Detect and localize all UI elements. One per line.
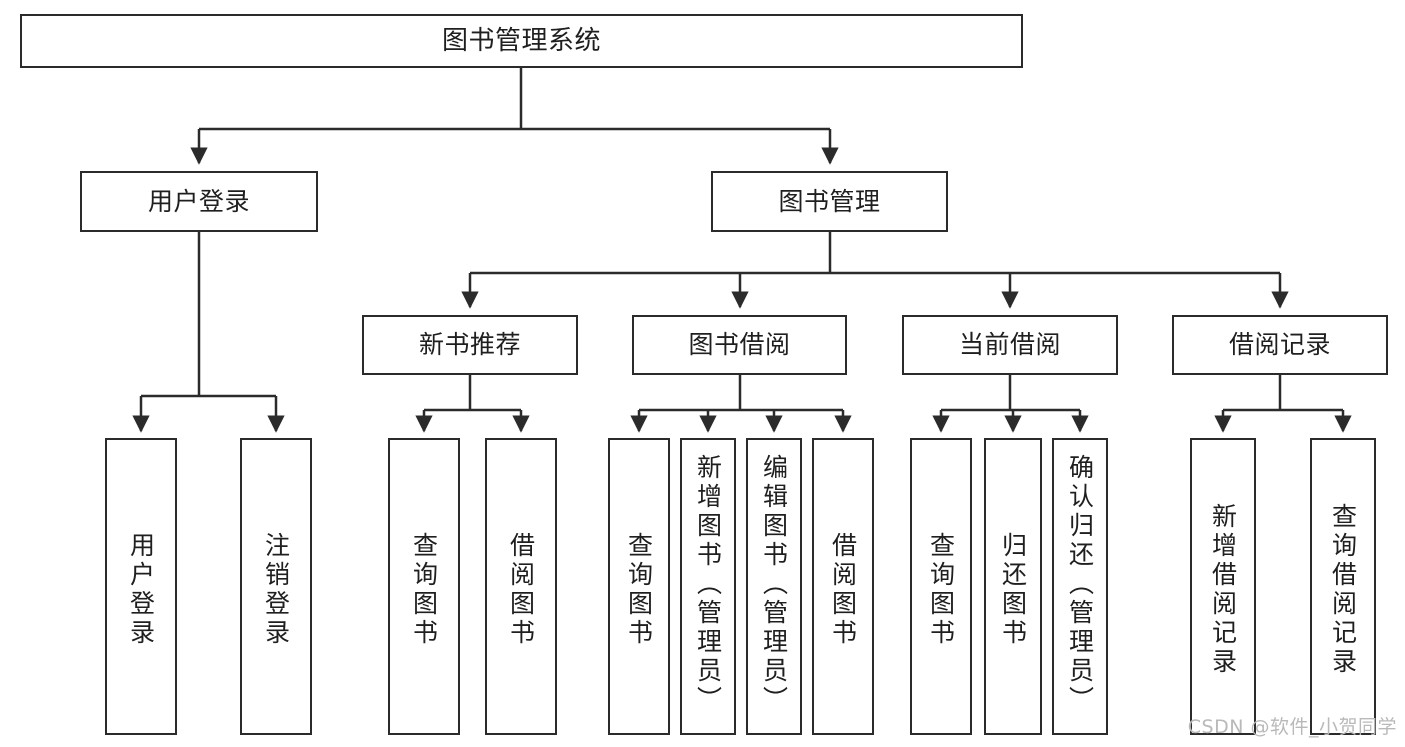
leaf-text-wrap: 借阅图书 bbox=[487, 446, 555, 733]
node-root-system[interactable]: 图书管理系统 bbox=[20, 14, 1023, 68]
leaf-text-wrap: 查询图书 bbox=[610, 446, 668, 733]
leaf-text-wrap: 编辑图书（管理员） bbox=[748, 446, 800, 733]
csdn-watermark: CSDN @软件_小贺同学 bbox=[1187, 716, 1397, 738]
leaf-logout[interactable]: 注销登录 bbox=[240, 438, 312, 735]
node-user-login[interactable]: 用户登录 bbox=[80, 171, 318, 232]
node-label: 借阅图书 bbox=[506, 531, 536, 648]
leaf-confirm-return-admin[interactable]: 确认归还（管理员） bbox=[1052, 438, 1108, 735]
leaf-text-wrap: 查询图书 bbox=[390, 446, 458, 733]
leaf-text-wrap: 新增图书（管理员） bbox=[682, 446, 734, 733]
node-label: 借阅记录 bbox=[1228, 330, 1331, 360]
leaf-add-book-admin[interactable]: 新增图书（管理员） bbox=[680, 438, 736, 735]
leaf-borrow-book[interactable]: 借阅图书 bbox=[812, 438, 874, 735]
leaf-query-book-recommend[interactable]: 查询图书 bbox=[388, 438, 460, 735]
leaf-text-wrap: 用户登录 bbox=[107, 446, 175, 733]
leaf-user-login[interactable]: 用户登录 bbox=[105, 438, 177, 735]
node-current-borrow[interactable]: 当前借阅 bbox=[902, 315, 1118, 375]
leaf-text-wrap: 查询图书 bbox=[912, 446, 970, 733]
node-label: 查询图书 bbox=[624, 531, 654, 648]
node-label: 查询图书 bbox=[926, 531, 956, 648]
node-label: 图书管理系统 bbox=[441, 25, 601, 56]
leaf-add-borrow-record[interactable]: 新增借阅记录 bbox=[1190, 438, 1256, 735]
node-label: 用户登录 bbox=[147, 186, 250, 216]
node-borrow-record[interactable]: 借阅记录 bbox=[1172, 315, 1388, 375]
node-label: 用户登录 bbox=[126, 531, 156, 648]
node-label: 注销登录 bbox=[261, 531, 291, 648]
leaf-query-borrow-record[interactable]: 查询借阅记录 bbox=[1310, 438, 1376, 735]
leaf-text-wrap: 归还图书 bbox=[986, 446, 1040, 733]
leaf-borrow-book-recommend[interactable]: 借阅图书 bbox=[485, 438, 557, 735]
node-label: 新书推荐 bbox=[418, 330, 521, 360]
node-label: 编辑图书（管理员） bbox=[759, 454, 789, 715]
node-label: 查询图书 bbox=[409, 531, 439, 648]
node-book-management[interactable]: 图书管理 bbox=[711, 171, 948, 232]
node-label: 新增图书（管理员） bbox=[693, 454, 723, 715]
leaf-text-wrap: 新增借阅记录 bbox=[1192, 446, 1254, 733]
node-book-borrow[interactable]: 图书借阅 bbox=[632, 315, 847, 375]
leaf-text-wrap: 借阅图书 bbox=[814, 446, 872, 733]
leaf-text-wrap: 查询借阅记录 bbox=[1312, 446, 1374, 733]
node-label: 归还图书 bbox=[998, 531, 1028, 648]
node-new-book-recommend[interactable]: 新书推荐 bbox=[362, 315, 578, 375]
node-label: 当前借阅 bbox=[958, 330, 1061, 360]
leaf-text-wrap: 确认归还（管理员） bbox=[1054, 446, 1106, 733]
node-label: 查询借阅记录 bbox=[1328, 502, 1358, 677]
leaf-query-book-borrow[interactable]: 查询图书 bbox=[608, 438, 670, 735]
node-label: 借阅图书 bbox=[828, 531, 858, 648]
node-label: 确认归还（管理员） bbox=[1065, 454, 1095, 715]
node-label: 新增借阅记录 bbox=[1208, 502, 1238, 677]
node-label: 图书借阅 bbox=[688, 330, 791, 360]
node-label: 图书管理 bbox=[778, 186, 881, 216]
leaf-query-book-current[interactable]: 查询图书 bbox=[910, 438, 972, 735]
leaf-edit-book-admin[interactable]: 编辑图书（管理员） bbox=[746, 438, 802, 735]
leaf-return-book[interactable]: 归还图书 bbox=[984, 438, 1042, 735]
leaf-text-wrap: 注销登录 bbox=[242, 446, 310, 733]
